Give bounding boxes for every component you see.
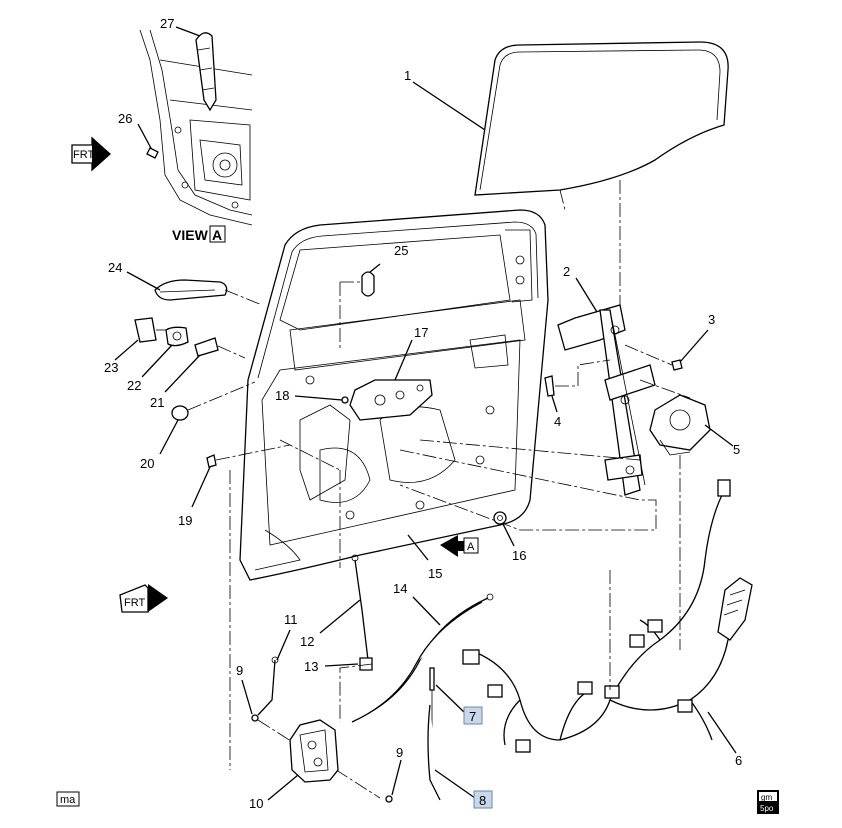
- callout-15: 15: [428, 566, 442, 581]
- callout-17: 17: [414, 325, 428, 340]
- callout-19: 19: [178, 513, 192, 528]
- callout-10: 10: [249, 796, 263, 811]
- callout-13: 13: [304, 659, 318, 674]
- clip-9-upper: [251, 714, 259, 722]
- rod-7: [429, 667, 435, 691]
- front-direction-arrow: FRT: [71, 136, 111, 172]
- callout-9b: 9: [396, 745, 403, 760]
- callout-24: 24: [108, 260, 122, 275]
- callout-4: 4: [554, 414, 561, 429]
- bezel-23: [134, 317, 157, 343]
- callout-22: 22: [127, 378, 141, 393]
- bolt-18: [341, 396, 349, 404]
- callout-27: 27: [160, 16, 174, 31]
- svg-text:FRT: FRT: [124, 597, 145, 609]
- callout-11: 11: [284, 612, 298, 627]
- rod-11: [257, 659, 276, 716]
- footer-right-badge: gm 5po: [757, 790, 779, 814]
- callout-1: 1: [404, 68, 411, 83]
- callout-8: 8: [479, 793, 486, 808]
- handle-bracket: [349, 379, 433, 421]
- footer-left-tag-box: [56, 791, 80, 807]
- cable-14-inner: [351, 601, 483, 723]
- clip-13: [359, 657, 373, 671]
- callout-8-box: [473, 790, 493, 809]
- callout-12: 12: [300, 634, 314, 649]
- gasket-21: [194, 337, 219, 357]
- front-direction-arrow-lower: FRT: [119, 584, 168, 613]
- callout-18: 18: [275, 388, 289, 403]
- bolt-4: [544, 375, 555, 397]
- callout-25: 25: [394, 243, 408, 258]
- seal-strip-27: [195, 32, 217, 112]
- bolt-3: [671, 359, 683, 371]
- svg-text:FRT: FRT: [73, 149, 94, 161]
- outside-handle: [154, 279, 228, 301]
- wiring-harness: [462, 479, 753, 753]
- callout-7: 7: [469, 709, 476, 724]
- svg-text:A: A: [467, 541, 475, 553]
- callout-20: 20: [140, 456, 154, 471]
- window-regulator: [557, 304, 656, 496]
- view-letter-box: [209, 225, 226, 243]
- regulator-motor: [649, 394, 711, 456]
- door-latch: [289, 719, 339, 783]
- callout-7-box: [463, 706, 483, 725]
- grommet-16: [493, 511, 507, 525]
- callout-21: 21: [150, 395, 164, 410]
- callout-3: 3: [708, 312, 715, 327]
- view-a-arrow: A: [440, 535, 479, 557]
- callout-2: 2: [563, 264, 570, 279]
- footer-left-tag: ma: [60, 794, 76, 806]
- view-label: VIEW: [172, 227, 209, 243]
- clip-9-lower: [385, 795, 393, 803]
- view-a-inset: [137, 26, 253, 226]
- seal-25: [361, 271, 375, 297]
- callout-23: 23: [104, 360, 118, 375]
- callout-5: 5: [733, 442, 740, 457]
- seal-ring-20: [171, 405, 189, 421]
- callout-9a: 9: [236, 663, 243, 678]
- callout-26: 26: [118, 111, 132, 126]
- callout-6: 6: [735, 753, 742, 768]
- rod-12: [354, 559, 369, 661]
- view-letter: A: [212, 227, 222, 243]
- lock-cylinder-22: [165, 326, 189, 347]
- clip-19: [206, 454, 217, 468]
- svg-text:gm: gm: [761, 793, 772, 802]
- rod-8: [427, 704, 441, 801]
- callout-16: 16: [512, 548, 526, 563]
- svg-text:5po: 5po: [760, 804, 774, 813]
- window-glass: [474, 41, 729, 196]
- callout-14: 14: [393, 581, 407, 596]
